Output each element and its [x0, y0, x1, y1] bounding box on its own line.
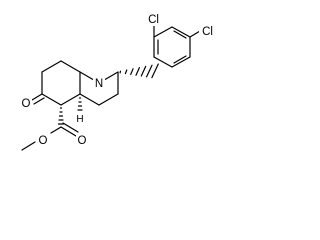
ring-bond: [60, 60, 81, 73]
aryl-hashed-wedge: [119, 63, 159, 79]
chemical-structure: Cl Cl N O H O O: [20, 13, 216, 151]
ring-bond: [41, 60, 62, 73]
carbonyl-oxygen-label: O: [78, 135, 87, 147]
chlorine-bond: [189, 30, 201, 38]
carbonyl-double-bond: [60, 126, 77, 137]
quinolizidine-rings: [41, 60, 119, 106]
chlorine-para-label: Cl: [202, 26, 213, 38]
aryl-bond: [153, 26, 173, 38]
ester-group: [21, 122, 79, 151]
aryl-double-bond: [173, 30, 187, 39]
fusion-hydrogen-label: H: [76, 114, 83, 125]
nitrogen-label: N: [95, 78, 103, 90]
carbonyl-double-bond: [62, 122, 79, 133]
aryl-bond: [171, 26, 191, 38]
ester-oxygen-label: O: [39, 135, 48, 147]
ketone-group: [31, 93, 45, 105]
ester-hashed-wedge: [57, 107, 65, 125]
methyl-bond: [21, 141, 36, 151]
aryl-bond: [153, 56, 173, 68]
ring-bond: [79, 93, 100, 106]
dichlorophenyl-ring: [153, 23, 201, 68]
ester-single-bond: [50, 126, 62, 134]
ring-bond: [60, 93, 81, 106]
aryl-double-bond: [173, 55, 187, 64]
ring-bond: [41, 93, 62, 106]
ketone-double-bond: [31, 93, 43, 101]
ketone-oxygen-label: O: [22, 98, 31, 110]
ring-bond: [98, 93, 119, 106]
chlorine-ortho-label: Cl: [148, 14, 159, 26]
fusion-h-hashed-wedge: [77, 97, 83, 111]
aryl-bond: [171, 56, 191, 68]
atom-labels: Cl Cl N O H O O: [20, 13, 216, 147]
ketone-double-bond: [33, 97, 45, 105]
